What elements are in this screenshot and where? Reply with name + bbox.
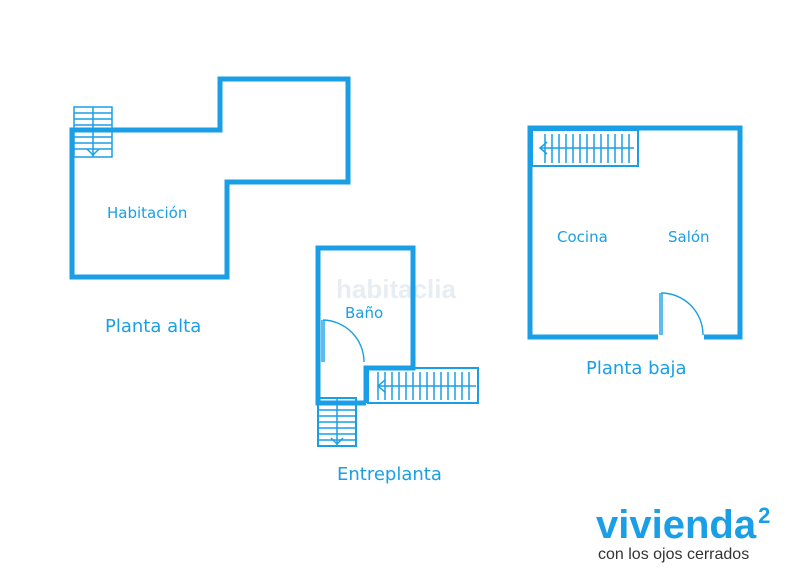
room-label-salon: Salón xyxy=(668,228,710,246)
planta-baja-stairs xyxy=(531,129,639,167)
planta-alta-stairs xyxy=(73,106,113,158)
planta-baja-walls xyxy=(527,125,743,340)
entreplanta-door xyxy=(321,319,365,363)
floor-label-planta-baja: Planta baja xyxy=(586,358,687,379)
floor-planta-baja: Cocina Salón Planta baja xyxy=(527,125,743,379)
room-label-cocina: Cocina xyxy=(557,228,608,246)
room-label-bano: Baño xyxy=(345,304,383,322)
vivienda2-logo: vivienda2 con los ojos cerrados xyxy=(596,503,796,564)
floor-label-entreplanta: Entreplanta xyxy=(337,464,442,485)
floor-planta-alta: Habitación Planta alta xyxy=(69,76,351,337)
floor-label-planta-alta: Planta alta xyxy=(105,316,201,337)
entreplanta-stairs-down xyxy=(317,397,357,447)
logo-tagline: con los ojos cerrados xyxy=(598,546,750,563)
planta-baja-door xyxy=(658,292,704,341)
planta-alta-walls xyxy=(69,76,351,280)
room-label-habitacion: Habitación xyxy=(107,204,187,222)
entreplanta-stairs-right xyxy=(367,367,479,404)
logo-superscript: 2 xyxy=(758,503,771,528)
logo-word: vivienda xyxy=(596,503,757,547)
logo-wordmark: vivienda2 xyxy=(596,503,796,547)
watermark-text: habitaclia xyxy=(336,274,456,304)
floor-entreplanta: Baño Entreplanta xyxy=(315,245,479,485)
